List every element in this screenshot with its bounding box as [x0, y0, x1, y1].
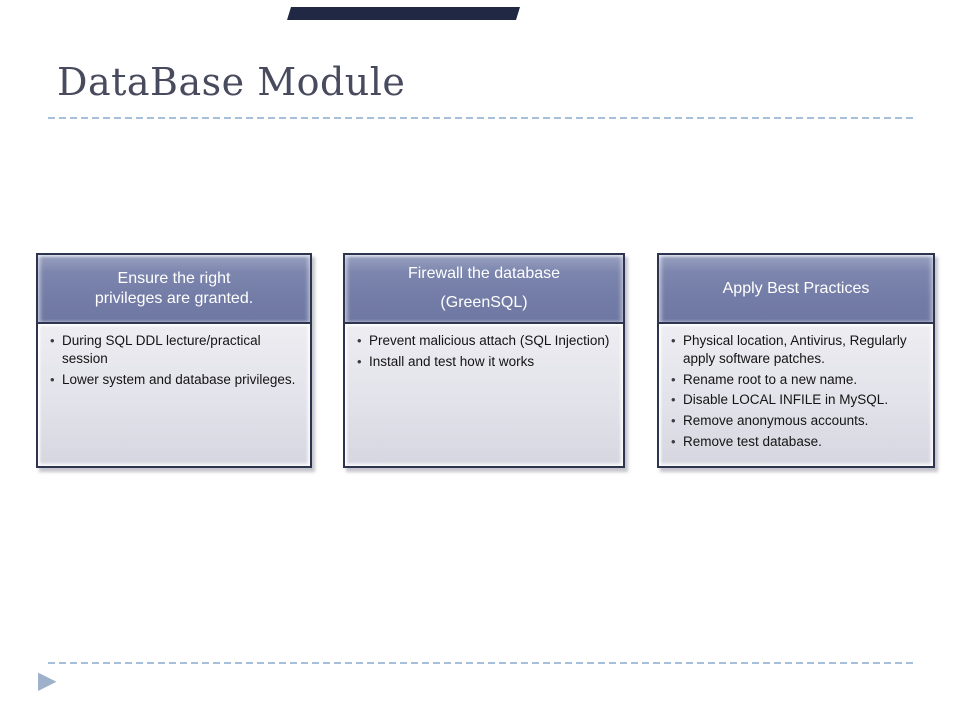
bullet-text: Remove test database. — [683, 434, 822, 450]
top-decor-bar — [287, 7, 520, 20]
bullet-text: Remove anonymous accounts. — [683, 413, 869, 429]
card-firewall: Firewall the database (GreenSQL) • Preve… — [343, 253, 625, 468]
bullet-icon: • — [357, 333, 362, 348]
slide-title: DataBase Module — [57, 60, 406, 104]
bullet-icon: • — [671, 434, 676, 450]
bullet-item: • Disable LOCAL INFILE in MySQL. — [667, 391, 925, 409]
bullet-icon: • — [671, 392, 676, 408]
card-header-line: (GreenSQL) — [440, 294, 528, 311]
card-header-line: Ensure the right — [117, 269, 231, 287]
bullet-item: • Physical location, Antivirus, Regularl… — [667, 332, 925, 368]
bullet-icon: • — [357, 353, 362, 369]
bullet-text: Disable LOCAL INFILE in MySQL. — [683, 392, 889, 408]
bullet-item: • Remove anonymous accounts. — [667, 412, 925, 430]
title-divider-dashed — [48, 117, 913, 119]
bullet-icon: • — [671, 333, 676, 348]
bullet-item: • Rename root to a new name. — [667, 371, 925, 389]
bullet-icon: • — [50, 333, 55, 348]
card-best-practices-header: Apply Best Practices — [659, 255, 933, 324]
card-header-line: Apply Best Practices — [722, 279, 870, 297]
bullet-text: Rename root to a new name. — [683, 371, 858, 387]
card-best-practices: Apply Best Practices • Physical location… — [657, 253, 935, 468]
footer-divider-dashed — [48, 662, 913, 664]
footer-arrow-icon: ▶ — [38, 666, 57, 694]
card-header-line: Firewall the database — [407, 265, 561, 282]
card-best-practices-body: • Physical location, Antivirus, Regularl… — [659, 324, 933, 466]
bullet-text: During SQL DDL lecture/practical session — [62, 333, 261, 366]
card-privileges-header: Ensure the right privileges are granted. — [38, 255, 310, 324]
bullet-item: • Lower system and database privileges. — [46, 371, 302, 389]
bullet-list: • During SQL DDL lecture/practical sessi… — [46, 332, 302, 388]
card-firewall-header: Firewall the database (GreenSQL) — [345, 255, 623, 324]
bullet-item: • Prevent malicious attach (SQL Injectio… — [353, 332, 615, 350]
bullet-list: • Prevent malicious attach (SQL Injectio… — [353, 332, 615, 371]
bullet-icon: • — [671, 413, 676, 429]
bullet-item: • During SQL DDL lecture/practical sessi… — [46, 332, 302, 368]
bullet-text: Install and test how it works — [369, 353, 535, 369]
card-privileges-body: • During SQL DDL lecture/practical sessi… — [38, 324, 310, 466]
bullet-icon: • — [671, 371, 676, 387]
card-privileges: Ensure the right privileges are granted.… — [36, 253, 312, 468]
bullet-text: Physical location, Antivirus, Regularly … — [683, 333, 907, 366]
bullet-item: • Install and test how it works — [353, 353, 615, 371]
bullet-text: Prevent malicious attach (SQL Injection) — [369, 333, 610, 348]
bullet-icon: • — [50, 371, 55, 387]
card-header-line: privileges are granted. — [94, 289, 254, 307]
bullet-item: • Remove test database. — [667, 433, 925, 451]
card-firewall-body: • Prevent malicious attach (SQL Injectio… — [345, 324, 623, 466]
bullet-text: Lower system and database privileges. — [62, 371, 296, 387]
bullet-list: • Physical location, Antivirus, Regularl… — [667, 332, 925, 451]
